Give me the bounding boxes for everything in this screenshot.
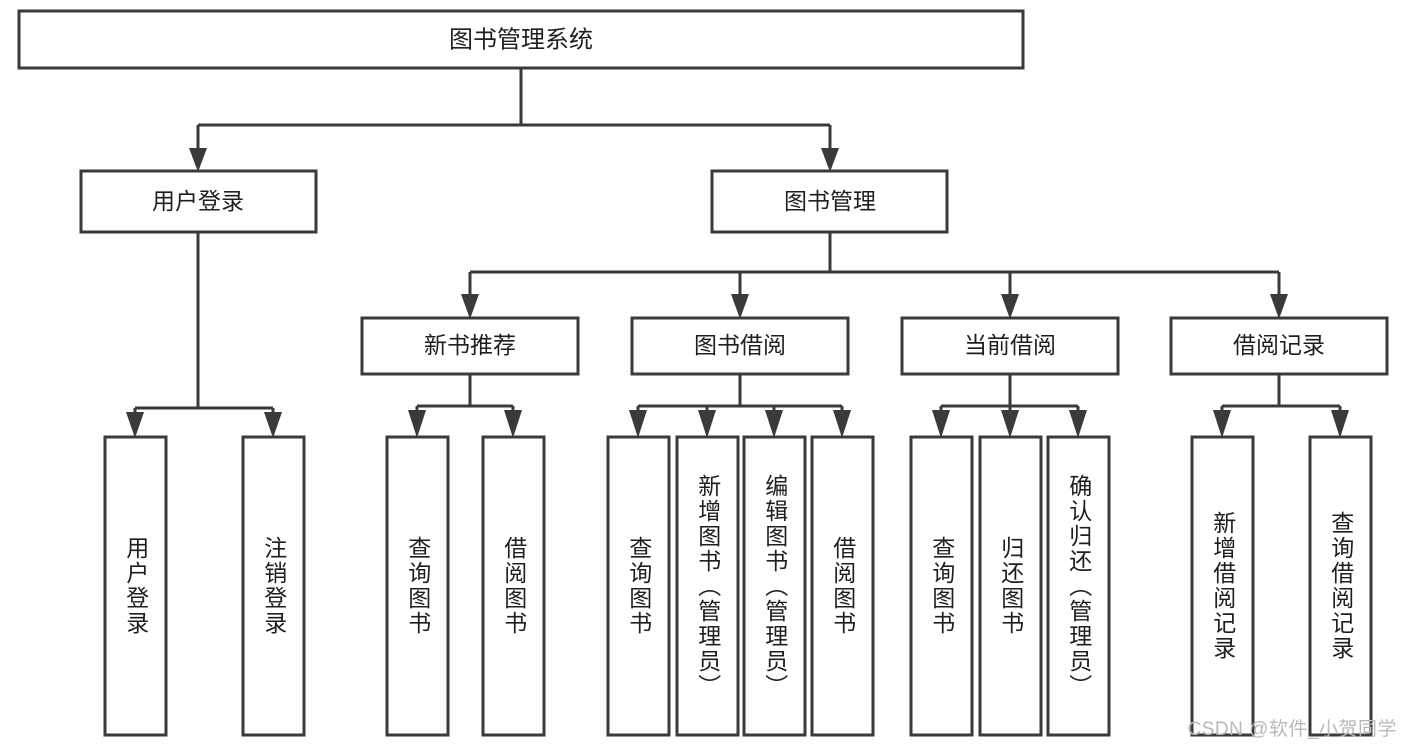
leaf-new-book-2-box[interactable] — [481, 435, 546, 737]
leaf-user-login-1-box[interactable] — [103, 435, 168, 737]
connector-group-root — [189, 68, 839, 172]
leaf-current-borrow-1[interactable]: 查询图书 — [909, 435, 974, 737]
leaf-current-borrow-3-box[interactable] — [1046, 435, 1111, 737]
arrow-head-new-book — [461, 294, 479, 319]
leaf-book-borrow-3[interactable]: 编辑图书（管理员） — [742, 435, 807, 737]
node-book-management[interactable]: 图书管理 — [710, 169, 949, 234]
connector-group-book-mgmt — [461, 232, 1288, 319]
node-root-box[interactable] — [17, 9, 1025, 70]
arrow-head-book-mgmt — [821, 148, 839, 172]
leaf-user-login-1-label: 用户登录 — [122, 536, 149, 636]
leaf-book-borrow-4[interactable]: 借阅图书 — [810, 435, 875, 737]
leaf-borrow-record-1[interactable]: 新增借阅记录 — [1190, 435, 1255, 737]
leaf-book-borrow-3-box[interactable] — [742, 435, 807, 737]
arrow-head-leaf-current-borrow-1 — [932, 410, 950, 438]
leaf-book-borrow-4-label: 借阅图书 — [829, 536, 856, 636]
arrow-head-leaf-current-borrow-2 — [1001, 410, 1019, 438]
node-current-borrow[interactable]: 当前借阅 — [900, 316, 1120, 376]
leaf-borrow-record-2[interactable]: 查询借阅记录 — [1308, 435, 1373, 737]
leaf-book-borrow-1[interactable]: 查询图书 — [606, 435, 671, 737]
connector-group-user-login — [126, 232, 282, 438]
node-user-login-box[interactable] — [79, 169, 318, 234]
arrow-head-leaf-current-borrow-3 — [1069, 410, 1087, 438]
leaf-book-borrow-4-text-area: 借阅图书 — [829, 536, 856, 636]
arrow-head-leaf-book-borrow-2 — [698, 410, 716, 438]
node-root[interactable]: 图书管理系统 — [17, 9, 1025, 70]
node-book-borrow[interactable]: 图书借阅 — [630, 316, 850, 376]
node-user-login-label: 用户登录 — [152, 188, 244, 214]
leaf-current-borrow-3-label: 确认归还（管理员） — [1065, 473, 1092, 699]
leaf-current-borrow-3-text-area: 确认归还（管理员） — [1065, 473, 1092, 699]
node-root-label: 图书管理系统 — [449, 26, 593, 53]
leaf-borrow-record-2-text-area: 查询借阅记录 — [1327, 511, 1354, 661]
leaf-user-login-1-text-area: 用户登录 — [122, 536, 149, 636]
arrow-head-book-borrow — [731, 294, 749, 319]
leaf-book-borrow-2-box[interactable] — [675, 435, 740, 737]
connector-group-borrow-record — [1213, 374, 1349, 438]
leaf-book-borrow-3-text-area: 编辑图书（管理员） — [761, 473, 788, 699]
leaf-book-borrow-2-label: 新增图书（管理员） — [694, 473, 721, 699]
node-borrow-record-label: 借阅记录 — [1233, 332, 1325, 358]
leaf-new-book-1-text-area: 查询图书 — [404, 536, 431, 636]
arrow-head-borrow-record — [1270, 294, 1288, 319]
node-book-management-label: 图书管理 — [784, 188, 876, 214]
leaf-user-login-2-text-area: 注销登录 — [260, 536, 287, 636]
leaf-new-book-2-text-area: 借阅图书 — [500, 536, 527, 636]
leaf-new-book-1[interactable]: 查询图书 — [385, 435, 450, 737]
leaf-current-borrow-1-label: 查询图书 — [928, 536, 955, 636]
connector-group-new-book — [408, 374, 522, 438]
leaf-new-book-1-label: 查询图书 — [404, 536, 431, 636]
leaf-book-borrow-4-box[interactable] — [810, 435, 875, 737]
node-new-book-recommend-label: 新书推荐 — [424, 332, 516, 358]
arrow-head-leaf-new-book-2 — [504, 410, 522, 438]
arrow-head-leaf-borrow-record-2 — [1331, 410, 1349, 438]
leaf-current-borrow-1-box[interactable] — [909, 435, 974, 737]
arrow-head-user-login — [189, 148, 207, 172]
leaf-user-login-2-box[interactable] — [241, 435, 306, 737]
arrow-head-leaf-book-borrow-3 — [765, 410, 783, 438]
node-new-book-recommend-box[interactable] — [360, 316, 580, 376]
node-new-book-recommend[interactable]: 新书推荐 — [360, 316, 580, 376]
arrow-head-leaf-book-borrow-4 — [833, 410, 851, 438]
leaf-current-borrow-2[interactable]: 归还图书 — [978, 435, 1043, 737]
leaf-book-borrow-1-label: 查询图书 — [625, 536, 652, 636]
leaf-current-borrow-3[interactable]: 确认归还（管理员） — [1046, 435, 1111, 737]
leaf-new-book-2-label: 借阅图书 — [500, 536, 527, 636]
arrow-head-leaf-borrow-record-1 — [1213, 410, 1231, 438]
leaf-book-borrow-1-box[interactable] — [606, 435, 671, 737]
leaf-user-login-2[interactable]: 注销登录 — [241, 435, 306, 737]
leaf-borrow-record-1-label: 新增借阅记录 — [1209, 511, 1236, 661]
node-user-login[interactable]: 用户登录 — [79, 169, 318, 234]
leaf-current-borrow-2-box[interactable] — [978, 435, 1043, 737]
connector-group-book-borrow — [629, 374, 851, 438]
connector-group-current-borrow — [932, 374, 1087, 438]
leaf-current-borrow-2-label: 归还图书 — [997, 536, 1024, 636]
node-book-borrow-label: 图书借阅 — [694, 332, 786, 358]
leaf-borrow-record-1-box[interactable] — [1190, 435, 1255, 737]
leaf-borrow-record-2-label: 查询借阅记录 — [1327, 511, 1354, 661]
leaf-new-book-2[interactable]: 借阅图书 — [481, 435, 546, 737]
leaf-book-borrow-3-label: 编辑图书（管理员） — [761, 473, 788, 699]
node-book-borrow-box[interactable] — [630, 316, 850, 376]
leaf-book-borrow-2[interactable]: 新增图书（管理员） — [675, 435, 740, 737]
node-book-management-box[interactable] — [710, 169, 949, 234]
arrow-head-leaf-new-book-1 — [408, 410, 426, 438]
leaf-user-login-1[interactable]: 用户登录 — [103, 435, 168, 737]
arrow-head-leaf-book-borrow-1 — [629, 410, 647, 438]
node-current-borrow-box[interactable] — [900, 316, 1120, 376]
leaf-borrow-record-1-text-area: 新增借阅记录 — [1209, 511, 1236, 661]
leaf-new-book-1-box[interactable] — [385, 435, 450, 737]
arrow-head-leaf-user-login-2 — [264, 412, 282, 438]
node-current-borrow-label: 当前借阅 — [964, 332, 1056, 358]
node-borrow-record-box[interactable] — [1169, 316, 1389, 376]
node-borrow-record[interactable]: 借阅记录 — [1169, 316, 1389, 376]
leaf-current-borrow-1-text-area: 查询图书 — [928, 536, 955, 636]
leaf-book-borrow-2-text-area: 新增图书（管理员） — [694, 473, 721, 699]
arrow-head-current-borrow — [1001, 294, 1019, 319]
arrow-head-leaf-user-login-1 — [126, 412, 144, 438]
leaf-user-login-2-label: 注销登录 — [260, 536, 287, 636]
leaf-current-borrow-2-text-area: 归还图书 — [997, 536, 1024, 636]
leaf-book-borrow-1-text-area: 查询图书 — [625, 536, 652, 636]
leaf-borrow-record-2-box[interactable] — [1308, 435, 1373, 737]
